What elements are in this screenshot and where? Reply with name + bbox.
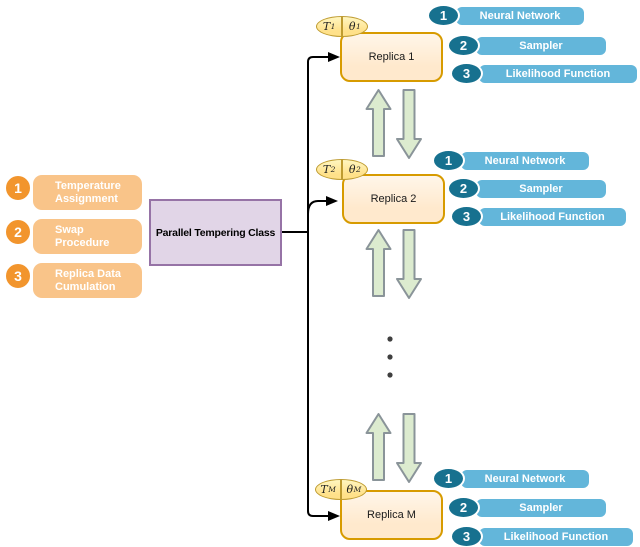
method-bar: Swap Procedure [33,219,142,254]
component-neural-network: Neural Network [461,470,589,488]
method-item-swap-procedure: Swap Procedure 2 [4,218,145,254]
component-number-badge: 2 [447,496,480,519]
component-number-badge: 2 [447,177,480,200]
component-neural-network: Neural Network [461,152,589,170]
replica-m-box: Replica M [340,490,443,540]
component-likelihood-function: Likelihood Function [479,208,626,226]
swap-arrows-up-m [365,413,422,483]
method-bar: Replica Data Cumulation [33,263,142,298]
component-number-badge: 3 [450,525,483,547]
method-label-line2: Procedure [55,236,110,249]
method-label-line1: Replica Data [55,267,122,280]
component-number-badge: 1 [427,4,460,27]
ellipse-divider [341,160,343,179]
arrowhead-replica-m [328,511,340,521]
class-to-replicas-connector [282,56,328,517]
component-sampler: Sampler [476,37,606,55]
method-item-temperature-assignment: Temperature Assignment 1 [4,174,145,210]
swap-arrows-1-2 [365,89,422,159]
method-number-badge: 1 [4,174,32,202]
ellipse-divider [340,480,342,499]
method-label-line1: Swap [55,223,84,236]
parallel-tempering-class-box: Parallel Tempering Class [149,199,282,266]
method-bar: Temperature Assignment [33,175,142,210]
method-label-line1: Temperature [55,179,121,192]
method-number-badge: 2 [4,218,32,246]
arrowhead-replica-2 [326,196,338,206]
component-sampler: Sampler [476,180,606,198]
component-sampler: Sampler [476,499,606,517]
method-label-line2: Assignment [55,192,118,205]
vertical-ellipsis-dots [387,336,393,378]
ellipse-divider [341,17,343,36]
replica-2-box: Replica 2 [342,174,445,224]
method-number-badge: 3 [4,262,32,290]
arrowhead-replica-1 [328,52,340,62]
swap-arrows-2-down [365,229,422,299]
method-label-line2: Cumulation [55,280,116,293]
component-number-badge: 2 [447,34,480,57]
method-item-replica-data-cumulation: Replica Data Cumulation 3 [4,262,145,298]
component-number-badge: 1 [432,467,465,490]
component-number-badge: 1 [432,149,465,172]
replica-1-box: Replica 1 [340,32,443,82]
component-likelihood-function: Likelihood Function [479,65,637,83]
component-number-badge: 3 [450,62,483,85]
component-neural-network: Neural Network [456,7,584,25]
component-likelihood-function: Likelihood Function [479,528,633,546]
component-number-badge: 3 [450,205,483,228]
